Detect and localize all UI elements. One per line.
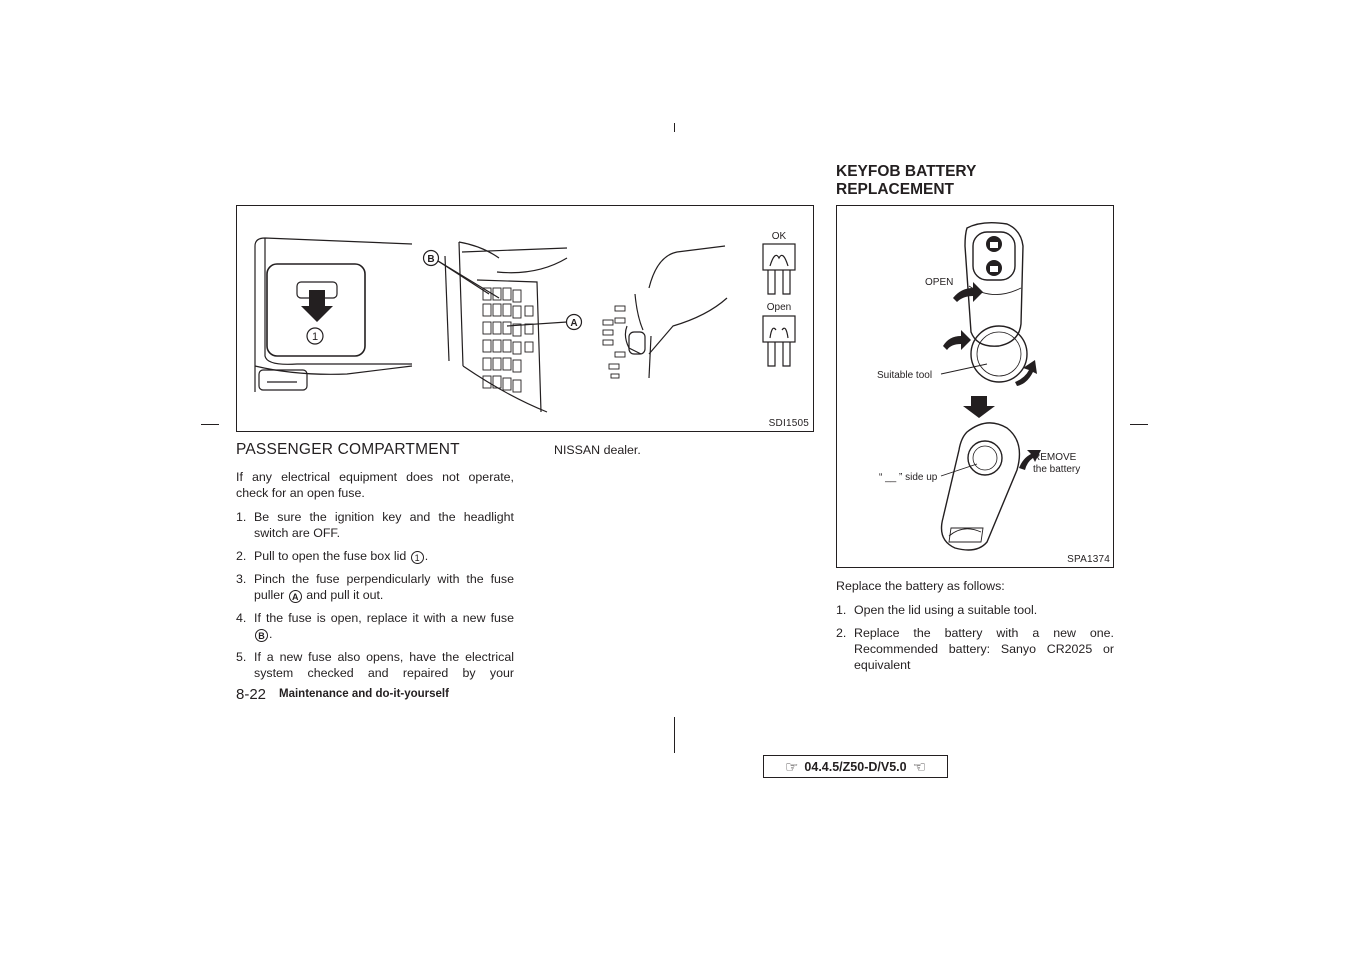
callout-ref: 1 xyxy=(410,551,424,564)
pointing-hand-right-icon: ☞ xyxy=(784,758,799,776)
svg-text:A: A xyxy=(570,318,577,329)
keyfob-illustration: OPEN Suitable tool “ __ ” side up REMOVE… xyxy=(877,221,1080,551)
svg-text:1: 1 xyxy=(312,331,318,343)
step-number: 1. xyxy=(236,510,247,524)
figure-code: SDI1505 xyxy=(768,418,809,429)
callout-1: 1 xyxy=(306,327,324,345)
top-crop-mark xyxy=(674,123,675,132)
step-number: 2. xyxy=(836,626,847,640)
left-crop-mark xyxy=(201,424,219,425)
callout-b: B xyxy=(422,249,440,267)
step-number: 5. xyxy=(236,650,247,664)
list-item: 2. Pull to open the fuse box lid 1. xyxy=(236,548,514,564)
right-crop-mark xyxy=(1130,424,1148,425)
step-text: If a new fuse also opens, have the elect… xyxy=(254,650,514,680)
step-number: 3. xyxy=(236,572,247,586)
side-up-label: “ __ ” side up xyxy=(879,472,938,483)
callout-ref: B xyxy=(255,629,268,642)
list-item: 1. Be sure the ignition key and the head… xyxy=(236,509,514,541)
fuse-box-illustration: 1 B A OK Open xyxy=(254,231,796,413)
document-code-box: ☞ 04.4.5/Z50-D/V5.0 ☜ xyxy=(763,755,948,778)
keyfob-figure: OPEN Suitable tool “ __ ” side up REMOVE… xyxy=(836,205,1114,568)
step-number: 4. xyxy=(236,611,247,625)
open-fuse-label: Open xyxy=(767,302,791,313)
open-label: OPEN xyxy=(925,277,953,288)
step-text: Replace the battery with a new one. Reco… xyxy=(854,626,1114,672)
fuse-box-figure: 1 B A OK Open SDI1505 xyxy=(236,205,814,432)
document-code: 04.4.5/Z50-D/V5.0 xyxy=(804,759,907,774)
heading-line-2: REPLACEMENT xyxy=(836,181,954,198)
callout-a: A xyxy=(565,313,583,331)
page-number: 8-22 xyxy=(236,686,267,703)
step-text: Pull to open the fuse box lid xyxy=(254,549,407,563)
step-number: 1. xyxy=(836,603,847,617)
ok-label: OK xyxy=(772,231,787,242)
remove-label: REMOVE xyxy=(1033,452,1077,463)
list-item: 5. If a new fuse also opens, have the el… xyxy=(236,649,514,681)
fuse-steps-list: 1. Be sure the ignition key and the head… xyxy=(236,509,514,688)
keyfob-heading: KEYFOB BATTERY REPLACEMENT xyxy=(836,163,976,199)
continuation-text: NISSAN dealer. xyxy=(554,443,641,457)
section-title: PASSENGER COMPARTMENT xyxy=(236,441,460,458)
step-text-end: . xyxy=(269,627,273,641)
list-item: 4. If the fuse is open, replace it with … xyxy=(236,610,514,642)
figure-code: SPA1374 xyxy=(1067,554,1110,565)
keyfob-steps-list: 1. Open the lid using a suitable tool. 2… xyxy=(836,602,1114,680)
step-text: Pinch the fuse perpendicularly with the … xyxy=(254,572,514,602)
list-item: 1. Open the lid using a suitable tool. xyxy=(836,602,1114,618)
step-number: 2. xyxy=(236,549,247,563)
svg-text:B: B xyxy=(427,254,434,265)
bottom-crop-mark xyxy=(674,717,675,753)
keyfob-intro: Replace the battery as follows: xyxy=(836,579,1005,593)
step-text-end: and pull it out. xyxy=(306,588,384,602)
section-footer-label: Maintenance and do-it-yourself xyxy=(279,688,449,700)
pointing-hand-left-icon: ☜ xyxy=(912,758,927,776)
step-text: If the fuse is open, replace it with a n… xyxy=(254,611,514,625)
list-item: 3. Pinch the fuse perpendicularly with t… xyxy=(236,571,514,603)
heading-line-1: KEYFOB BATTERY xyxy=(836,163,977,180)
step-text: Be sure the ignition key and the headlig… xyxy=(254,510,514,540)
step-text-end: . xyxy=(424,549,429,563)
callout-ref: A xyxy=(288,590,302,603)
remove-battery-label: the battery xyxy=(1033,464,1080,475)
list-item: 2. Replace the battery with a new one. R… xyxy=(836,625,1114,673)
step-text: Open the lid using a suitable tool. xyxy=(854,603,1038,617)
suitable-tool-label: Suitable tool xyxy=(877,370,932,381)
intro-paragraph: If any electrical equipment does not ope… xyxy=(236,470,514,500)
